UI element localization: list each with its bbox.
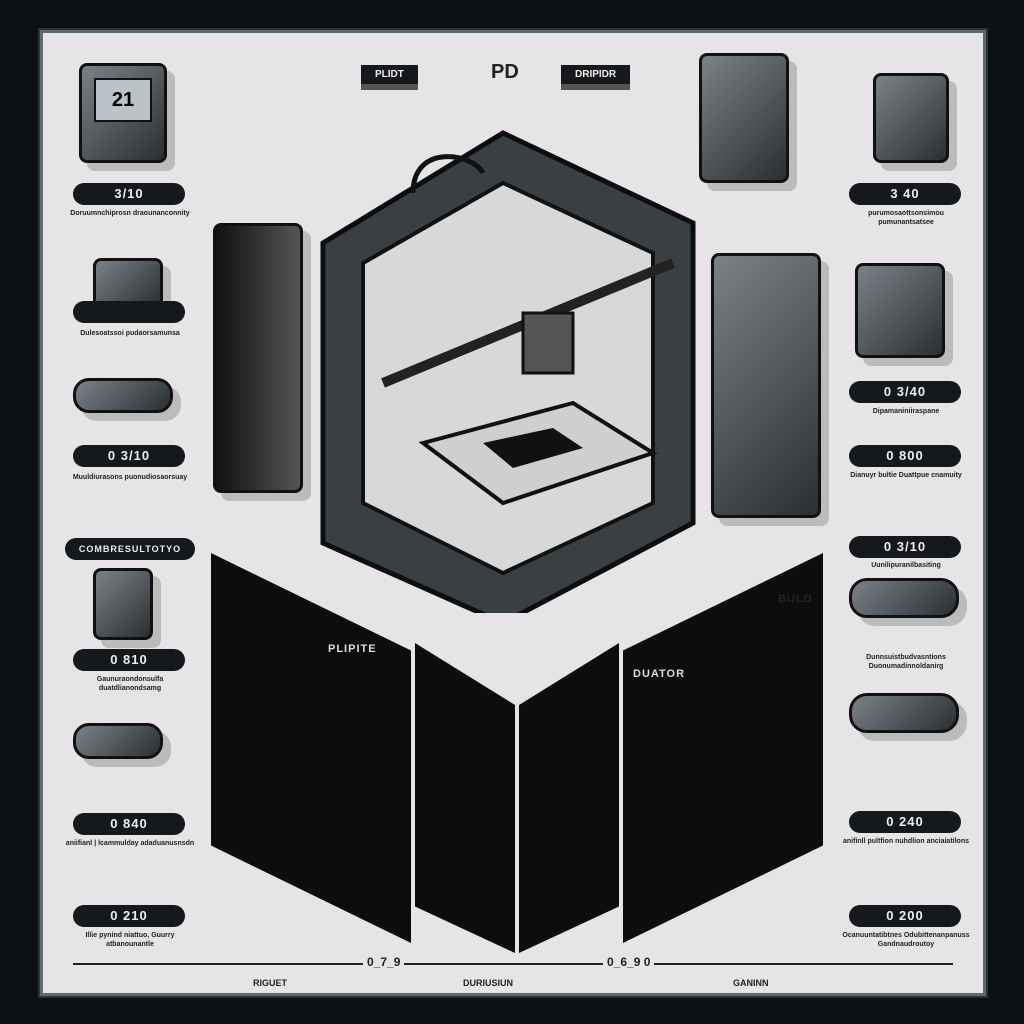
3d-printer-illustration (320, 130, 696, 613)
extruder-block-icon (873, 73, 949, 163)
right-caption-3: Uunilipuranilbasiting (871, 562, 941, 569)
fold-label-right: DUATOR (633, 668, 686, 680)
left-label-2: 0 3/10 (73, 445, 185, 467)
bottom-value-0: 0_7_9 (363, 955, 405, 969)
left-label-0: 3/10 (73, 183, 185, 205)
control-box-icon (855, 263, 945, 358)
fold-label-left: PLIPITE (328, 643, 377, 655)
left-caption-4: Gaunuraondonsulfa duatdlianondsamg (96, 676, 164, 692)
coupler-part-icon (73, 723, 163, 759)
right-caption-2: Dianuyr bultie Duattpue cnamuity (850, 472, 962, 479)
right-caption-1: Dipamaniniiraspane (872, 408, 940, 415)
right-label-3: 0 3/10 (849, 536, 961, 558)
left-caption-2: Muuldiurasons puonudiosaorsuay (72, 474, 188, 481)
left-caption-6: Illie pynind niattuo, Guurry atbanounant… (85, 932, 175, 948)
right-caption-4: Dunnsuistbudvasntions Duonumadinnoldanir… (866, 654, 946, 670)
left-label-1 (73, 301, 185, 323)
right-label-0: 3 40 (849, 183, 961, 205)
print-object (483, 428, 583, 468)
bottom-label-2: GANINN (733, 978, 769, 988)
motor-part-icon (93, 568, 153, 640)
filament-stack-icon (711, 253, 821, 518)
right-label-2: 0 800 (849, 445, 961, 467)
left-label-5: 0 840 (73, 813, 185, 835)
gear-assembly-icon (213, 223, 303, 493)
filament-tube (410, 154, 486, 194)
logo: PD (491, 61, 519, 83)
header-tag-right: DRIPIDR (561, 65, 631, 90)
cube-module-icon (699, 53, 789, 183)
left-caption-5: aniifianl | lcammulday adaduanusnsdn (65, 840, 195, 847)
left-label-4: 0 810 (73, 649, 185, 671)
bottom-label-1: DURIUSIUN (463, 978, 514, 988)
fold-panel-3 (519, 643, 619, 953)
bottom-value-1: 0_6_9 0 (603, 955, 655, 969)
right-label-6: 0 200 (849, 905, 961, 927)
left-label-6: 0 210 (73, 905, 185, 927)
coupling-part-icon (849, 693, 959, 733)
roller-part-icon (73, 378, 173, 413)
fold-label-build: BULD (778, 593, 813, 605)
pulley-part-icon (849, 578, 959, 618)
left-caption-0: Doruumnchiprosn draounanconnity (70, 210, 190, 217)
display-module-icon: 21 (79, 63, 167, 163)
left-caption-1: Dulesoatssoi pudaorsamunsa (80, 330, 180, 337)
right-caption-6: Ocanuuntatibtnes Odubittenanpanuss Gandn… (842, 932, 970, 948)
bottom-label-0: RIGUET (253, 978, 288, 988)
right-caption-5: anifinll pultfion nuhdlion anciaiatilons (843, 838, 969, 845)
infographic-panel: PLIDT PD DRIPIDR 21 3/10 Doruumnchiprosn… (38, 28, 988, 998)
left-label-3: COMBRESULTOTYO (65, 538, 195, 560)
right-label-5: 0 240 (849, 811, 961, 833)
header-tag-left: PLIDT (361, 65, 418, 90)
bottom-scale-line (73, 963, 953, 965)
right-label-1: 0 3/40 (849, 381, 961, 403)
print-head (521, 311, 575, 375)
fold-panel-2 (415, 643, 515, 953)
right-caption-0: purumosaottsonsimou pumunantsatsee (868, 210, 944, 226)
bracket-part-icon (93, 258, 163, 308)
